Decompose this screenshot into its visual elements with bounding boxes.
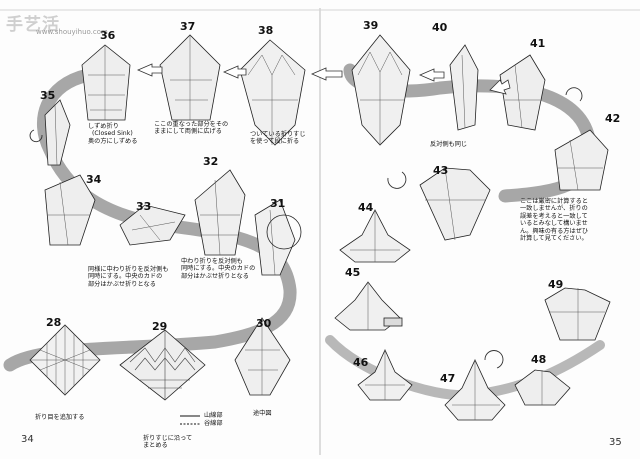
step-46-model — [357, 349, 413, 401]
step-number-48: 48 — [531, 353, 547, 366]
step-number-30: 30 — [256, 317, 272, 330]
step-number-37: 37 — [180, 20, 196, 33]
step-31-model — [254, 199, 302, 276]
note-inside-reverse: 同様に中わり折りを反対側も 同時にする。中央のカドの 部分はかぶせ折りとなる — [88, 266, 168, 288]
note-line: ここは厳密に計算すると — [520, 198, 589, 205]
note-line: 同時にする。中央のカドの — [88, 273, 163, 281]
step-44-model — [339, 209, 411, 263]
note-line: 同時にする。中央のカドの — [181, 265, 256, 273]
step-39-model — [351, 34, 411, 146]
step-32-model — [194, 169, 246, 256]
step-48-model — [514, 369, 571, 406]
note-reverse-side: 反対側も同じ — [430, 141, 468, 148]
step-number-46: 46 — [353, 356, 369, 369]
step-number-38: 38 — [258, 24, 274, 37]
legend-mountain-fold: 山線部 — [204, 412, 223, 419]
step-36-model — [81, 44, 131, 121]
note-line: 奥の方にしずめる — [88, 137, 138, 145]
note-line: ん。興味の有る方はぜひ — [520, 227, 589, 235]
step-arrows — [136, 63, 511, 95]
step-number-28: 28 — [46, 316, 62, 329]
note-line: ついている折りすじ — [250, 131, 306, 138]
note-in-progress: 途中図 — [253, 410, 272, 417]
note-line: 計算して見てください。 — [520, 235, 588, 243]
note-line: を使って段に折る — [250, 138, 300, 146]
step-number-45: 45 — [345, 266, 361, 279]
step-40-model — [449, 44, 479, 131]
step-43-model — [419, 167, 491, 241]
step-number-44: 44 — [358, 201, 374, 214]
step-number-47: 47 — [440, 372, 456, 385]
note-pleat-crease: ついている折りすじ を使って段に折る — [250, 131, 306, 146]
step-number-29: 29 — [152, 320, 168, 333]
step-41-model — [499, 54, 546, 131]
step-number-36: 36 — [100, 29, 116, 42]
step-47-model — [444, 359, 506, 421]
step-number-43: 43 — [433, 164, 449, 177]
step-number-33: 33 — [136, 200, 152, 213]
step-42-model — [554, 129, 609, 191]
step-number-35: 35 — [40, 89, 56, 102]
page-number-left: 34 — [21, 434, 34, 445]
step-28-model — [29, 324, 101, 396]
note-line: 一致しませんが、折りの — [520, 205, 588, 213]
note-line: しずめ折り — [88, 123, 119, 130]
note-line: まとめる — [143, 442, 168, 450]
note-line: (Closed Sink) — [92, 130, 133, 138]
note-line: 誤差を考えると一致して — [520, 212, 588, 220]
note-line: 折りすじに沿って — [143, 435, 193, 442]
step-number-40: 40 — [432, 21, 448, 34]
step-45-model — [334, 281, 403, 331]
step-35-model — [44, 99, 71, 166]
step-number-41: 41 — [530, 37, 546, 50]
note-spread-sides: ここの重なった部分をその ままにして両側に広げる — [154, 121, 228, 136]
step-29-model — [119, 329, 206, 425]
step-49-model — [544, 287, 611, 341]
note-line: いるとみなして構いませ — [520, 220, 588, 228]
page-number-right: 35 — [609, 437, 622, 448]
note-line: ままにして両側に広げる — [154, 128, 222, 136]
step-number-49: 49 — [548, 278, 564, 291]
step-number-31: 31 — [270, 197, 286, 210]
note-line: ここの重なった部分をその — [154, 121, 229, 128]
step-30-model — [234, 317, 291, 396]
note-calculation: ここは厳密に計算すると 一致しませんが、折りの 誤差を考えると一致して いるとみ… — [520, 198, 588, 242]
note-closed-sink: しずめ折り (Closed Sink) 奥の方にしずめる — [88, 123, 137, 145]
note-line: 同様に中わり折りを反対側も — [88, 266, 169, 273]
watermark-url: www.shouyihuo.com — [36, 28, 108, 36]
watermark-title: 手艺活 — [6, 15, 60, 35]
rotation-arrows — [29, 87, 583, 369]
step-38-model — [239, 39, 306, 146]
note-gather-along-crease: 折りすじに沿って まとめる — [143, 435, 192, 450]
step-number-32: 32 — [203, 155, 219, 168]
step-34-model — [44, 174, 96, 246]
note-middle-reverse: 中わり折りを反対側も 同時にする。中央のカドの 部分はかぶせ折りとなる — [181, 258, 255, 280]
note-line: 部分はかぶせ折りとなる — [88, 280, 156, 288]
legend-valley-fold: 谷線部 — [204, 420, 223, 427]
note-add-crease: 折り目を追加する — [35, 414, 85, 421]
note-line: 部分はかぶせ折りとなる — [181, 272, 249, 280]
note-line: 中わり折りを反対側も — [181, 258, 243, 265]
step-33-model — [119, 204, 186, 246]
step-37-model — [159, 34, 221, 121]
step-number-42: 42 — [605, 112, 621, 125]
step-number-39: 39 — [363, 19, 379, 32]
step-number-34: 34 — [86, 173, 102, 186]
